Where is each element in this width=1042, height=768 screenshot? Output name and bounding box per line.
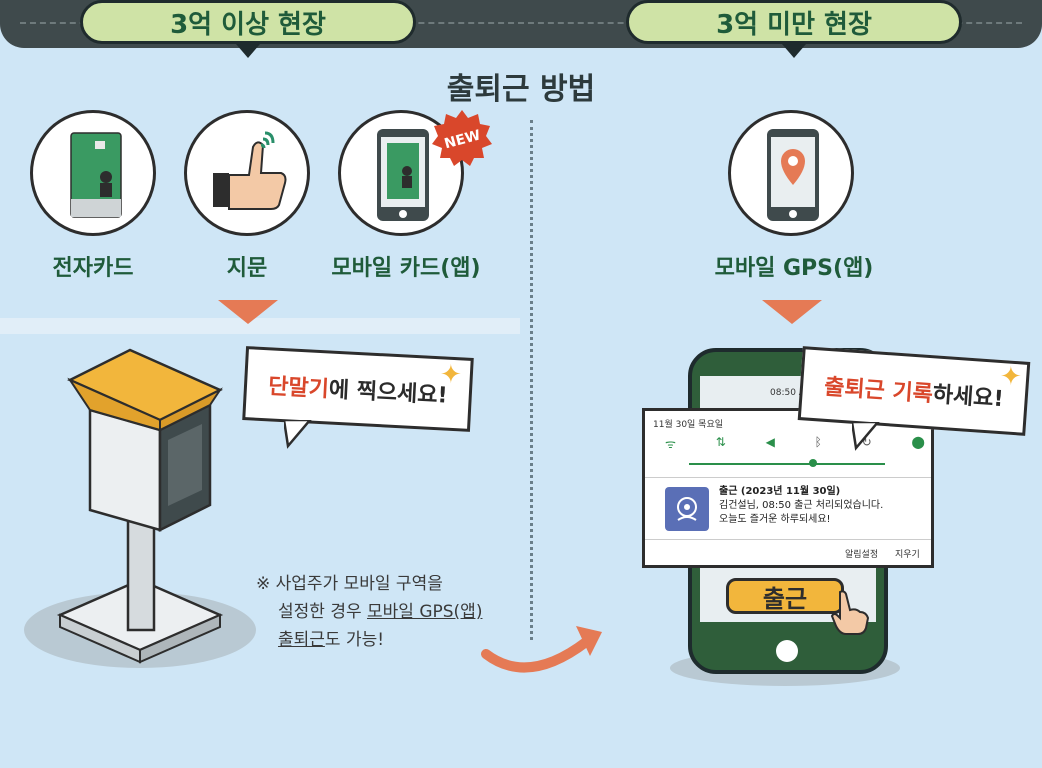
left-bubble-tail (282, 418, 314, 450)
over-300m-site-pill: 3억 이상 현장 (80, 0, 416, 44)
rotate-icon[interactable]: ↻ (861, 435, 872, 449)
bubble-rest-left: 에 찍으세요! (328, 377, 449, 409)
note-line-1: ※ 사업주가 모바일 구역을 (256, 574, 443, 594)
quick-settings-row: ᯤ ⇅ ◀ ᛒ ↻ ⬤ (665, 435, 925, 452)
pointing-hand-icon (826, 588, 874, 636)
down-arrow-right (762, 300, 822, 324)
bubble-rest-right: 하세요! (931, 382, 1005, 413)
notification-panel: 11월 30일 목요일 ᯤ ⇅ ◀ ᛒ ↻ ⬤ 출근 (2023년 11월 30… (642, 408, 934, 568)
bubble-highlight-record: 출퇴근 기록 (823, 374, 934, 408)
brightness-slider[interactable] (689, 463, 885, 465)
notification-line-1: 김건설님, 08:50 출근 처리되었습니다. (719, 500, 884, 511)
notification-text: 출근 (2023년 11월 30일) 김건설님, 08:50 출근 처리되었습니… (719, 485, 883, 527)
fingerprint-thumb-icon (184, 110, 310, 236)
bubble-highlight-terminal: 단말기 (267, 374, 330, 403)
sparkle-icon-right: ✦ (1000, 362, 1022, 392)
section-divider (530, 120, 533, 640)
mobile-gps-label: 모바일 GPS(앱) (714, 256, 874, 281)
clear-notifications-button[interactable]: 지우기 (895, 550, 920, 560)
brightness-handle[interactable] (809, 459, 817, 467)
status-time: 08:50 AM (770, 388, 813, 398)
mobile-gps-note: ※ 사업주가 모바일 구역을 설정한 경우 모바일 GPS(앱) 출퇴근도 가능… (256, 570, 516, 654)
panel-separator (645, 477, 931, 478)
pill-pointer-right (782, 44, 806, 58)
right-bubble-tail (850, 420, 882, 452)
location-phone-icon (728, 110, 854, 236)
new-badge: NEW (432, 108, 492, 168)
pill-pointer-left (236, 44, 260, 58)
page-title: 출퇴근 방법 (446, 72, 596, 107)
fingerprint-label: 지문 (226, 256, 268, 281)
home-button[interactable] (776, 640, 798, 662)
notification-settings-button[interactable]: 알림설정 (845, 550, 879, 560)
under-300m-site-pill: 3억 미만 현장 (626, 0, 962, 44)
mobile-card-label: 모바일 카드(앱) (331, 256, 481, 281)
curved-arrow (478, 620, 608, 690)
note-line-3: 출퇴근도 가능! (278, 630, 385, 650)
bluetooth-icon[interactable]: ᛒ (814, 435, 822, 449)
volume-icon[interactable]: ◀ (765, 435, 775, 449)
location-icon[interactable]: ⬤ (911, 435, 925, 449)
panel-date: 11월 30일 목요일 (653, 420, 724, 430)
wifi-icon[interactable]: ᯤ (665, 437, 676, 451)
top-bar-dash (20, 22, 1022, 24)
note-line-2: 설정한 경우 모바일 GPS(앱) (278, 602, 483, 622)
panel-separator-bottom (645, 539, 931, 540)
notification-line-2: 오늘도 즐거운 하루되세요! (719, 514, 831, 525)
down-arrow-left (218, 300, 278, 324)
attendance-terminal-illustration (20, 340, 260, 670)
clock-in-button[interactable]: 출근 (726, 578, 844, 614)
e-card-label: 전자카드 (52, 256, 134, 281)
data-sync-icon[interactable]: ⇅ (715, 435, 726, 449)
gps-app-icon (665, 487, 709, 531)
e-card-icon (30, 110, 156, 236)
sparkle-icon-left: ✦ (440, 360, 462, 390)
light-band (0, 318, 520, 334)
notification-title: 출근 (2023년 11월 30일) (719, 486, 841, 497)
